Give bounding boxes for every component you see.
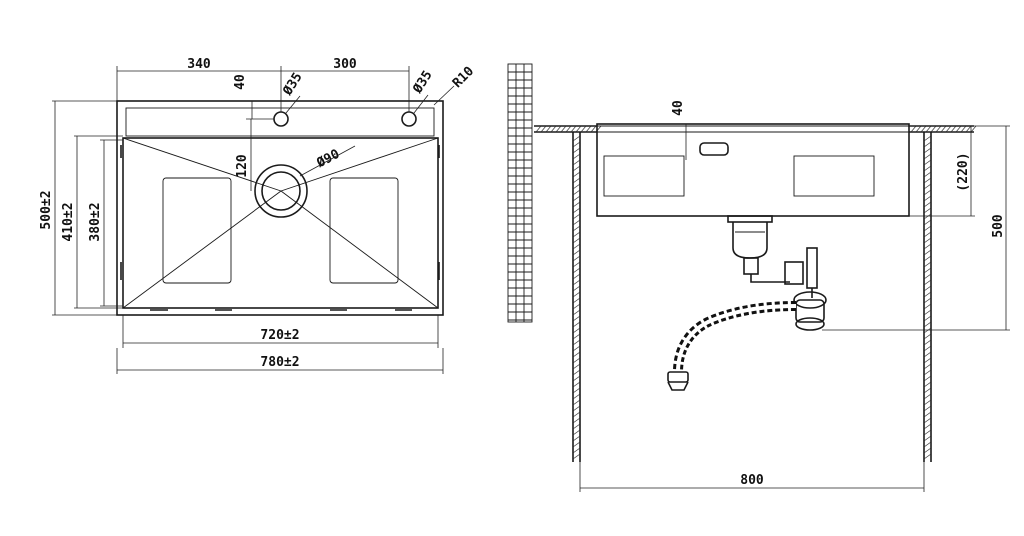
dim-label-300: 300 — [333, 57, 357, 72]
drain-hole-outer — [254, 164, 308, 218]
dim-label-hole-left: Ø35 — [280, 70, 306, 99]
dim-label-radius: R10 — [450, 64, 477, 91]
dim-label-340: 340 — [187, 57, 211, 72]
dim-label-380x2: 380±2 — [88, 202, 103, 241]
dim-label-410x2: 410±2 — [61, 202, 76, 241]
dim-label-500: 500 — [991, 214, 1006, 238]
fold-line-bl — [122, 190, 282, 309]
dim-label-120: 120 — [235, 154, 250, 178]
drain-hole-inner — [261, 171, 301, 211]
dim-label-780x2: 780±2 — [260, 355, 299, 370]
dim-label-drain: Ø90 — [314, 147, 343, 172]
wall-tile-column — [507, 63, 533, 323]
dim-label-800: 800 — [740, 473, 764, 488]
sink-outer-rim — [116, 100, 444, 316]
dim-label-40-side: 40 — [671, 100, 686, 116]
overflow-slot — [699, 142, 729, 156]
sink-bowl-outline — [122, 137, 439, 309]
dim-label-500x2: 500±2 — [39, 190, 54, 229]
dim-label-220: (220) — [956, 152, 971, 191]
dim-label-720x2: 720±2 — [260, 328, 299, 343]
sink-body-side — [596, 123, 910, 217]
tap-deck — [125, 107, 435, 137]
sink-top-view: 340 300 40 Ø35 Ø35 R10 120 Ø90 500±2 410… — [39, 57, 477, 374]
dim-label-40-top: 40 — [233, 74, 248, 90]
tap-hole-left — [273, 111, 289, 127]
sink-side-view: 40 (220) 500 800 — [534, 100, 1010, 492]
drain-hose — [673, 301, 797, 373]
bowl-recess-left — [162, 177, 232, 284]
fold-line-tr — [280, 137, 439, 192]
fold-line-tl — [122, 137, 282, 192]
dim-label-hole-right: Ø35 — [410, 68, 436, 97]
fold-line-br — [280, 190, 439, 309]
bowl-recess-right — [329, 177, 399, 284]
tap-hole-right — [401, 111, 417, 127]
